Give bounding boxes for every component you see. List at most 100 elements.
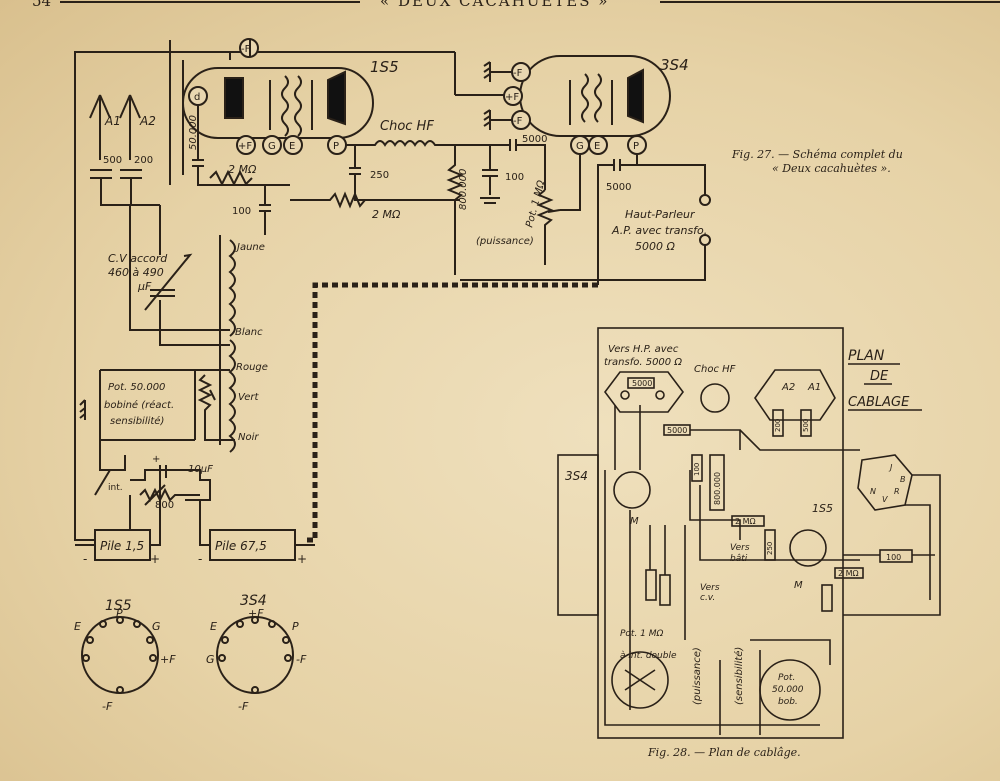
svg-text:-F: -F — [513, 68, 523, 79]
plan-title-3: CABLAGE — [848, 395, 910, 410]
antennas: A1 A2 — [89, 94, 156, 160]
fig27-caption-line2: « Deux cacahuètes ». — [772, 162, 891, 175]
tube-3s4: 3S4 — [519, 55, 689, 137]
svg-text:P: P — [633, 141, 639, 152]
plan-3s4-label: 3S4 — [565, 469, 588, 483]
battery-2-label: Pile 67,5 — [215, 539, 267, 553]
plan-m1-label: M — [630, 516, 639, 527]
plan-bati-label-2: bâti — [730, 554, 748, 564]
fig27-caption: Fig. 27. — Schéma complet du « Deux caca… — [732, 148, 903, 176]
cap-50000-label: 50.000 — [188, 115, 199, 150]
antenna-a2-label: A2 — [139, 114, 156, 128]
socket-1s5-title: 1S5 — [105, 598, 132, 614]
svg-text:G: G — [268, 141, 276, 152]
coil-tap-vert: Vert — [238, 392, 260, 403]
svg-text:-: - — [83, 552, 87, 566]
plan-pot50-label-3: bob. — [778, 697, 798, 707]
pot-50000-label-3: sensibilité) — [110, 415, 164, 427]
cv-label-2: 460 à 490 — [108, 266, 164, 279]
socket-1s5: 1S5 P G +F -F E — [74, 598, 176, 713]
svg-text:G: G — [576, 141, 584, 152]
tube-3s4-pins: -F +F -F G E P — [503, 62, 647, 155]
plan-puissance-label: (puissance) — [692, 647, 703, 705]
plan-choke-label: Choc HF — [694, 364, 736, 375]
svg-text:V: V — [882, 495, 888, 504]
antenna-a1-label: A1 — [104, 114, 121, 128]
cap-5000b-label: 5000 — [606, 182, 631, 193]
coil-tap-noir: Noir — [238, 432, 259, 443]
svg-text:+F: +F — [248, 607, 264, 620]
cv-label-1: C.V accord — [108, 252, 168, 265]
svg-text:+F: +F — [160, 653, 176, 666]
cap-100b-label: 100 — [505, 172, 524, 183]
svg-text:N: N — [870, 487, 876, 496]
speaker-label-3: 5000 Ω — [635, 240, 675, 253]
cv-label-3: μF — [137, 280, 152, 293]
svg-text:2 MΩ: 2 MΩ — [735, 517, 756, 526]
svg-text:-F: -F — [241, 44, 251, 55]
plan-hp-label-1: Vers H.P. avec — [608, 344, 679, 355]
resistor-800-label: 800 — [155, 500, 174, 511]
svg-text:+: + — [297, 552, 307, 566]
cap-10uf-plus: + — [152, 454, 160, 465]
svg-text:E: E — [594, 141, 600, 152]
tube-3s4-label: 3S4 — [660, 56, 689, 74]
svg-text:P: P — [333, 141, 339, 152]
pot-1m-puissance-label: (puissance) — [476, 236, 534, 247]
choke-hf — [345, 140, 460, 147]
pot-50000-label-1: Pot. 50.000 — [108, 382, 165, 393]
resistor-800k-label: 800.000 — [458, 169, 469, 210]
svg-text:2 MΩ: 2 MΩ — [838, 569, 859, 578]
svg-text:+: + — [150, 552, 160, 566]
socket-3s4: 3S4 +F P -F -F G E — [206, 593, 307, 713]
svg-text:800.000: 800.000 — [713, 472, 722, 505]
fig27-caption-line1: Fig. 27. — Schéma complet du — [732, 148, 903, 161]
switch-label: int. — [108, 483, 123, 493]
plan-hp-label-2: transfo. 5000 Ω — [604, 357, 682, 368]
svg-text:-: - — [198, 552, 202, 566]
battery-1-label: Pile 1,5 — [100, 539, 144, 553]
page-number: 54 — [32, 0, 52, 10]
svg-text:-F: -F — [513, 116, 523, 127]
plan-a1-label: A1 — [807, 382, 821, 393]
svg-text:G: G — [206, 653, 215, 666]
cap-500-label: 500 — [103, 155, 122, 166]
plan-int-double-label: à int. double — [620, 651, 677, 661]
choke-hf-label: Choc HF — [380, 119, 434, 134]
svg-text:+F: +F — [238, 141, 252, 152]
cap-250-label: 250 — [370, 170, 389, 181]
plan-pot1m-label: Pot. 1 MΩ — [620, 629, 664, 639]
page-title: « DEUX CACAHUÈTES » — [380, 0, 610, 10]
cap-5000a-label: 5000 — [522, 134, 547, 145]
coil-tap-blanc: Blanc — [235, 327, 263, 338]
plan-cv-label-1: Vers — [700, 583, 720, 593]
speaker-label-2: A.P. avec transfo. — [611, 224, 707, 237]
svg-text:100: 100 — [693, 463, 701, 476]
svg-text:B: B — [900, 475, 906, 484]
svg-text:E: E — [289, 141, 295, 152]
cap-100-label: 100 — [232, 206, 251, 217]
resistor-2m-a-label: 2 MΩ — [228, 163, 257, 176]
plan-title-1: PLAN — [848, 348, 885, 364]
svg-text:-F: -F — [296, 653, 307, 666]
tube-1s5-label: 1S5 — [370, 58, 399, 76]
svg-text:+F: +F — [505, 92, 519, 103]
coil-tap-rouge: Rouge — [236, 362, 268, 373]
frame-wire-left — [74, 40, 171, 541]
plan-cv-label-2: c.v. — [700, 593, 715, 603]
pot-50000-label-2: bobiné (réact. — [104, 399, 174, 411]
svg-text:100: 100 — [886, 553, 901, 562]
svg-text:250: 250 — [766, 542, 774, 555]
tube-1s5: 1S5 — [182, 58, 399, 139]
plan-pot50-label-1: Pot. — [778, 673, 795, 683]
svg-text:200: 200 — [774, 419, 782, 432]
cap-200-label: 200 — [134, 155, 153, 166]
svg-text:-F: -F — [238, 700, 249, 713]
svg-text:5000: 5000 — [632, 379, 652, 388]
coil — [228, 239, 236, 453]
svg-text:d: d — [194, 92, 200, 103]
ht-bus — [305, 282, 598, 543]
plan-a2-label: A2 — [781, 382, 795, 393]
resistor-2m-b-label: 2 MΩ — [372, 208, 401, 221]
